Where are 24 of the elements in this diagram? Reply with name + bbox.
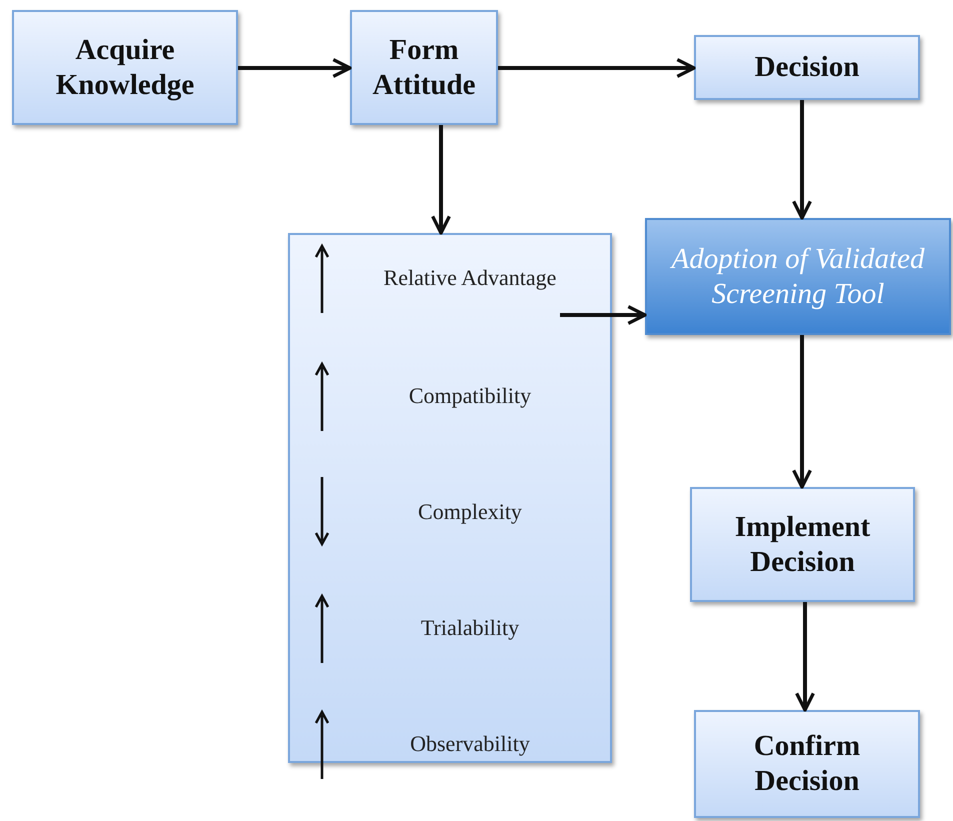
arrow: [431, 125, 451, 235]
attribute-label: Compatibility: [408, 383, 532, 409]
attribute-label: Complexity: [417, 499, 523, 525]
box-label: Implement Decision: [734, 510, 872, 580]
process-box: [690, 487, 915, 602]
process-box: [350, 10, 498, 125]
arrow: [238, 58, 352, 78]
box-label: Decision: [754, 50, 860, 85]
box-label: Acquire Knowledge: [54, 32, 196, 102]
arrow: [792, 100, 812, 220]
box-label: Adoption of Validated Screening Tool: [669, 242, 926, 312]
attribute-label: Observability: [409, 731, 531, 757]
attribute-label: Relative Advantage: [382, 265, 558, 291]
process-box: [694, 35, 920, 100]
process-box: [694, 710, 920, 818]
box-label: Form Attitude: [371, 32, 477, 102]
attribute-label: Trialability: [420, 615, 520, 641]
arrow: [498, 58, 696, 78]
process-box: [12, 10, 238, 125]
arrow: [792, 335, 812, 489]
arrow: [795, 602, 815, 712]
highlighted-process-box: [645, 218, 951, 335]
arrow: [560, 305, 647, 325]
box-label: Confirm Decision: [752, 729, 862, 799]
